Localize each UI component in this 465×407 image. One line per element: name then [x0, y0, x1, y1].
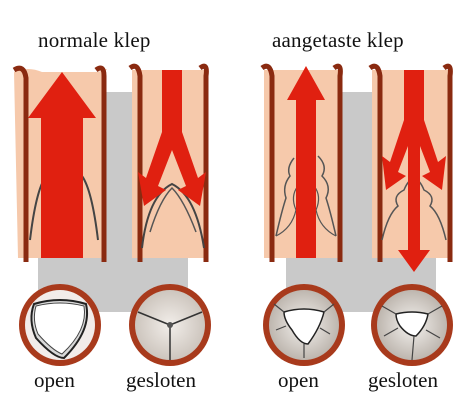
valve-normal-closed [129, 284, 211, 366]
vessel-affected-open [262, 66, 340, 262]
valve-normal-open [19, 284, 101, 366]
caption-affected-closed: gesloten [368, 368, 438, 393]
caption-normal-open: open [34, 368, 75, 393]
valve-affected-closed [371, 284, 453, 366]
caption-normal-closed: gesloten [126, 368, 196, 393]
vessel-affected-closed [370, 66, 450, 272]
heading-normal-valve: normale klep [38, 28, 151, 53]
valve-affected-open [263, 284, 345, 366]
vessel-normal-open [14, 68, 107, 262]
heading-affected-valve: aangetaste klep [272, 28, 404, 53]
caption-affected-open: open [278, 368, 319, 393]
vessel-normal-closed [130, 66, 206, 262]
